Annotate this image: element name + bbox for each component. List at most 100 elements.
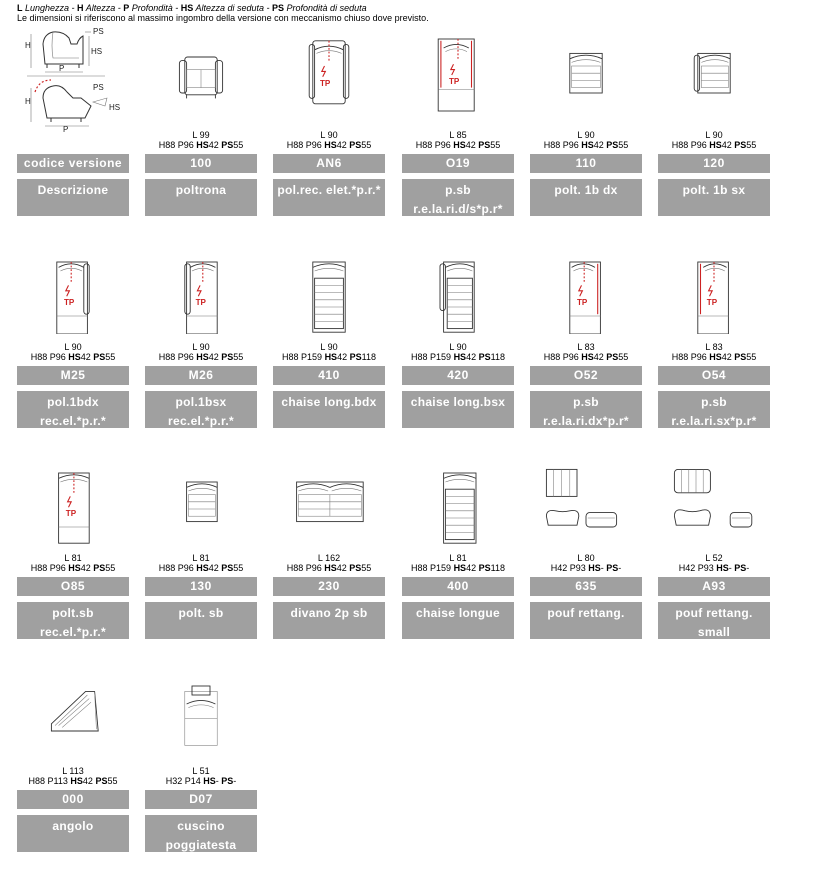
dimension-length: L 83: [705, 342, 723, 352]
armless-seat-icon: [186, 481, 218, 523]
dimension-length: L 90: [577, 130, 595, 140]
dimension-length: L 51: [192, 766, 210, 776]
svg-text:P: P: [63, 125, 68, 134]
version-code: O85: [17, 577, 129, 596]
pouf-rect-icon: [545, 468, 618, 528]
version-code: O19: [402, 154, 514, 173]
version-code: 230: [273, 577, 385, 596]
pouf-small-icon: [673, 468, 753, 528]
dimension-length: L 85: [449, 130, 467, 140]
dimension-details: H88 P159 HS42 PS118: [411, 563, 505, 573]
version-code: M26: [145, 366, 257, 385]
description-label-box: Descrizione: [17, 179, 129, 216]
svg-text:P: P: [59, 64, 64, 73]
svg-text:TP: TP: [64, 298, 75, 307]
recliner-armless-icon: TP: [58, 472, 90, 544]
dimensions-diagram-icon: H PS HS P H PS HS P: [25, 27, 120, 134]
dimension-details: H42 P93 HS- PS-: [550, 563, 622, 573]
version-description: chaise long.bsx: [402, 391, 514, 428]
version-description: cuscino poggiatesta: [145, 815, 257, 852]
version-code: 420: [402, 366, 514, 385]
chaise-longue-icon: [443, 472, 477, 544]
svg-text:HS: HS: [91, 47, 102, 56]
dimension-length: L 90: [192, 342, 210, 352]
version-description: poltrona: [145, 179, 257, 216]
version-code: AN6: [273, 154, 385, 173]
version-description: polt. sb: [145, 602, 257, 639]
version-description: pouf rettang. small: [658, 602, 770, 639]
version-description: pouf rettang.: [530, 602, 642, 639]
dimension-details: H88 P96 HS42 PS55: [30, 563, 116, 573]
version-code: 130: [145, 577, 257, 596]
armchair-icon: [178, 56, 224, 99]
version-description: divano 2p sb: [273, 602, 385, 639]
relax-right-icon: TP: [569, 261, 601, 334]
version-code: M25: [17, 366, 129, 385]
dimension-details: H88 P159 HS42 PS118: [282, 352, 376, 362]
dimension-length: L 81: [192, 553, 210, 563]
version-description: angolo: [17, 815, 129, 852]
version-description: chaise long.bdx: [273, 391, 385, 428]
dimension-length: L 113: [62, 766, 84, 776]
svg-text:H: H: [25, 41, 31, 50]
version-code: O52: [530, 366, 642, 385]
dimension-details: H88 P96 HS42 PS55: [158, 563, 244, 573]
dimension-details: H88 P96 HS42 PS55: [543, 352, 629, 362]
version-description: pol.1bdx rec.el.*p.r.*: [17, 391, 129, 428]
dimension-details: H88 P159 HS42 PS118: [411, 352, 505, 362]
dimension-length: L 90: [320, 342, 338, 352]
code-label-bar: codice versione: [17, 154, 129, 173]
version-code: 635: [530, 577, 642, 596]
dimension-length: L 99: [192, 130, 210, 140]
corner-icon: [50, 690, 99, 732]
version-description: p.sb r.e.la.ri.d/s*p.r*: [402, 179, 514, 216]
svg-text:TP: TP: [577, 298, 588, 307]
dimension-length: L 162: [317, 553, 341, 563]
dimension-details: H88 P113 HS42 PS55: [28, 776, 118, 786]
version-description: p.sb r.e.la.ri.dx*p.r*: [530, 391, 642, 428]
svg-text:PS: PS: [93, 83, 104, 92]
version-code: O54: [658, 366, 770, 385]
version-description: polt.sb rec.el.*p.r.*: [17, 602, 129, 639]
dimension-length: L 81: [449, 553, 467, 563]
legend-abbreviations: L Lunghezza - H Altezza - P Profondità -…: [17, 3, 367, 13]
svg-text:TP: TP: [196, 298, 207, 307]
svg-text:HS: HS: [109, 103, 120, 112]
recliner-arm-left-icon: TP: [184, 261, 218, 334]
version-description: pol.rec. elet.*p.r.*: [273, 179, 385, 216]
sofa-2-seat-icon: [296, 481, 364, 523]
dimension-length: L 81: [64, 553, 82, 563]
dimension-details: H42 P93 HS- PS-: [678, 563, 750, 573]
dimension-details: H88 P96 HS42 PS55: [415, 140, 501, 150]
dimension-details: H88 P96 HS42 PS55: [543, 140, 629, 150]
seat-arm-right-icon: [569, 52, 603, 94]
dimension-details: H88 P96 HS42 PS55: [286, 563, 372, 573]
relax-left-icon: TP: [697, 261, 729, 334]
dimension-length: L 80: [577, 553, 595, 563]
svg-text:TP: TP: [320, 79, 331, 88]
version-description: polt. 1b dx: [530, 179, 642, 216]
recliner-arm-right-icon: TP: [56, 261, 90, 334]
version-description: polt. 1b sx: [658, 179, 770, 216]
dimension-details: H88 P96 HS42 PS55: [30, 352, 116, 362]
version-description: pol.1bsx rec.el.*p.r.*: [145, 391, 257, 428]
dimension-details: H88 P96 HS42 PS55: [158, 352, 244, 362]
seat-arm-left-icon: [693, 52, 731, 94]
svg-text:TP: TP: [449, 77, 460, 86]
footrest-cushion-icon: [184, 685, 218, 746]
version-code: 100: [145, 154, 257, 173]
svg-text:TP: TP: [707, 298, 718, 307]
svg-text:PS: PS: [93, 27, 104, 36]
svg-text:H: H: [25, 97, 31, 106]
version-description: p.sb r.e.la.ri.sx*p.r*: [658, 391, 770, 428]
relax-seat-icon: TP: [437, 38, 475, 112]
version-code: 120: [658, 154, 770, 173]
chaise-right-icon: [312, 261, 346, 333]
version-description: chaise longue: [402, 602, 514, 639]
dimensions-legend: H PS HS P H PS HS P dimensioni: [17, 22, 129, 169]
version-code: D07: [145, 790, 257, 809]
version-code: 000: [17, 790, 129, 809]
dimension-details: H32 P14 HS- PS-: [165, 776, 237, 786]
dimension-length: L 90: [320, 130, 338, 140]
version-code: A93: [658, 577, 770, 596]
